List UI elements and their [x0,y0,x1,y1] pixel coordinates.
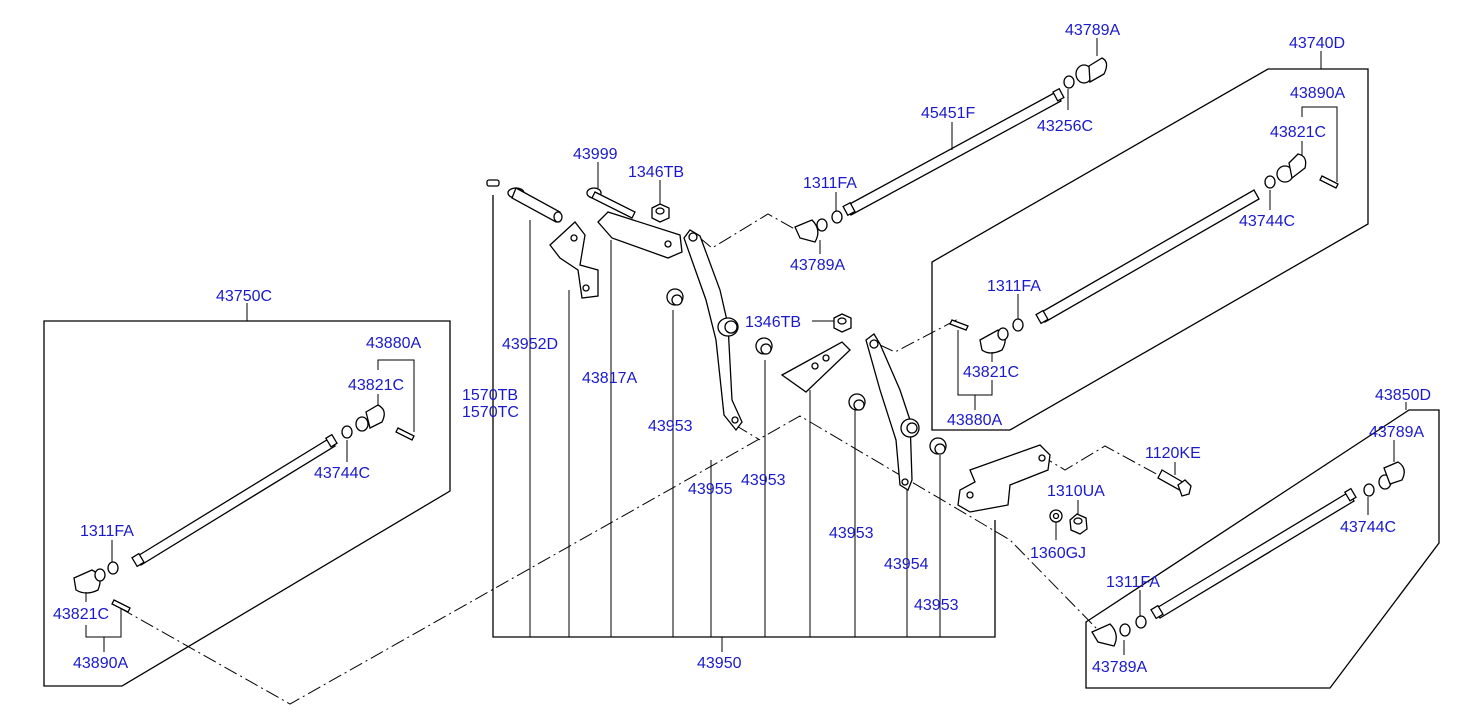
label-43953-d: 43953 [914,597,959,614]
lever-43954 [865,333,920,491]
label-43256c: 43256C [1037,118,1093,135]
balljoint-43821c-right-bot [949,318,1024,354]
rod-45451f [842,87,1065,217]
label-43821c-right-top: 43821C [1270,124,1326,141]
dash-link-upper [699,213,801,249]
cotter-pin-1570tb [486,179,500,187]
balljoint-43789a-br-bot [1091,615,1147,647]
label-1311fa-top: 1311FA [803,175,857,192]
label-1311fa-left: 1311FA [80,523,134,540]
label-43821c-right-bot: 43821C [963,364,1019,381]
bracket-43880a-left [377,359,415,432]
balljoint-43789a-mid [794,210,843,243]
label-43954: 43954 [884,556,929,573]
bushing-43953c [848,393,866,411]
label-43850d: 43850D [1375,387,1431,404]
rod-43850d [1150,487,1357,620]
label-43817a: 43817A [582,370,637,387]
dash-link-bolt [1039,445,1161,477]
bracket-43890a-right [1301,106,1338,182]
label-43953-a: 43953 [648,418,693,435]
dash-link-bracket [734,424,761,441]
pin-43952d [507,187,563,223]
label-43744c-left: 43744C [314,465,370,482]
label-43789a-br-top: 43789A [1369,424,1424,441]
dash-link-right [879,317,961,353]
label-1570tc: 1570TC [462,404,519,421]
bushing-43953a [666,288,684,306]
label-43890a-right: 43890A [1290,85,1345,102]
label-1120ke: 1120KE [1145,445,1201,462]
frame-43740d [931,68,1369,431]
label-43880a-right: 43880A [947,412,1002,429]
balljoint-43789a-top [1063,57,1108,89]
label-43821c-left-top: 43821C [348,377,404,394]
rod-43750c [131,433,338,568]
label-43950: 43950 [697,655,742,672]
balljoint-43821c-left-bot [73,561,131,613]
label-43789a-top: 43789A [1065,22,1120,39]
label-43789a-br-bot: 43789A [1092,659,1147,676]
label-43744c-br: 43744C [1340,519,1396,536]
label-1346tb-top: 1346TB [628,164,684,181]
label-1310ua: 1310UA [1047,483,1105,500]
balljoint-43789a-br-top [1363,461,1405,497]
lever-43955 [683,229,743,432]
rod-43740d [1035,189,1260,325]
frame-43750c [43,320,451,687]
label-1346tb-mid: 1346TB [745,314,801,331]
label-43880a-left: 43880A [366,335,421,352]
bolt-1120ke [1157,469,1192,497]
plate [780,341,851,393]
nut-1346tb-mid [833,313,852,333]
label-43955: 43955 [688,481,733,498]
label-1360gj: 1360GJ [1030,545,1086,562]
label-43890a-left: 43890A [73,655,128,672]
bracket-43950 [492,195,996,638]
bolt-43999 [586,187,636,219]
label-43744c-right: 43744C [1239,213,1295,230]
label-43740d: 43740D [1289,35,1345,52]
bushing-43953d [929,437,947,455]
label-43953-b: 43953 [741,472,786,489]
bushing-43953b [755,337,773,355]
nut-1346tb-top [651,203,670,223]
label-43999: 43999 [573,146,618,163]
label-43952d: 43952D [502,336,558,353]
washer-1360gj [1049,509,1063,523]
bracket-plate [597,211,683,259]
dash-link-left [119,415,1101,705]
label-1570tb: 1570TB [462,387,518,404]
balljoint-43821c-right-top [1264,153,1339,189]
bracket-43817a [549,221,599,299]
label-43750c: 43750C [216,288,272,305]
label-1311fa-right: 1311FA [987,278,1041,295]
frame-43850d [1085,409,1440,689]
label-43953-c: 43953 [829,525,874,542]
label-45451f: 45451F [921,105,975,122]
bracket-right [957,444,1051,513]
label-1311fa-br: 1311FA [1106,574,1160,591]
label-43789a-mid: 43789A [790,257,845,274]
nut-1310ua [1069,513,1088,535]
label-43821c-left-bot: 43821C [53,606,109,623]
balljoint-43821c-left-top [341,404,415,441]
